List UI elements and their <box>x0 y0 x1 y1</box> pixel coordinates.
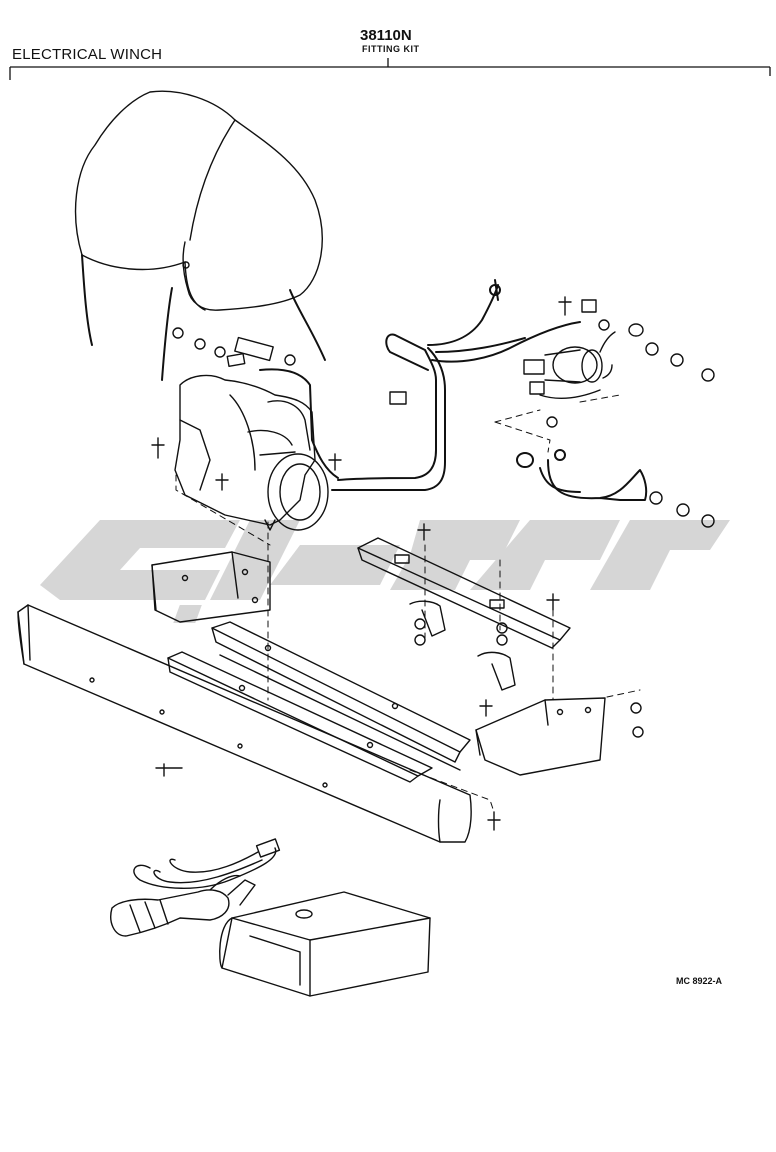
part-name: FITTING KIT <box>362 44 420 54</box>
section-title: ELECTRICAL WINCH <box>12 46 163 63</box>
winch-motor <box>174 374 329 531</box>
mount-bracket-left <box>151 551 271 623</box>
diagram-reference-code: MC 8922-A <box>676 976 723 986</box>
clamp-brackets <box>409 600 516 691</box>
motor-wiring <box>226 336 339 479</box>
line-art <box>17 90 715 997</box>
part-number: 38110N <box>360 27 412 44</box>
header-rule <box>9 58 771 80</box>
fasteners <box>151 296 715 831</box>
mount-bracket-right <box>475 697 606 776</box>
watermark-logo <box>40 520 730 623</box>
storage-case <box>219 891 431 997</box>
cable-harness <box>331 279 581 492</box>
solenoid <box>523 331 616 399</box>
leader-lines <box>175 394 641 813</box>
battery-cable <box>516 449 648 501</box>
winch-cover <box>74 90 326 381</box>
bumper <box>17 604 472 843</box>
frame-rails <box>167 621 471 783</box>
remote-control <box>110 838 281 937</box>
mounting-rail-right <box>357 537 571 649</box>
